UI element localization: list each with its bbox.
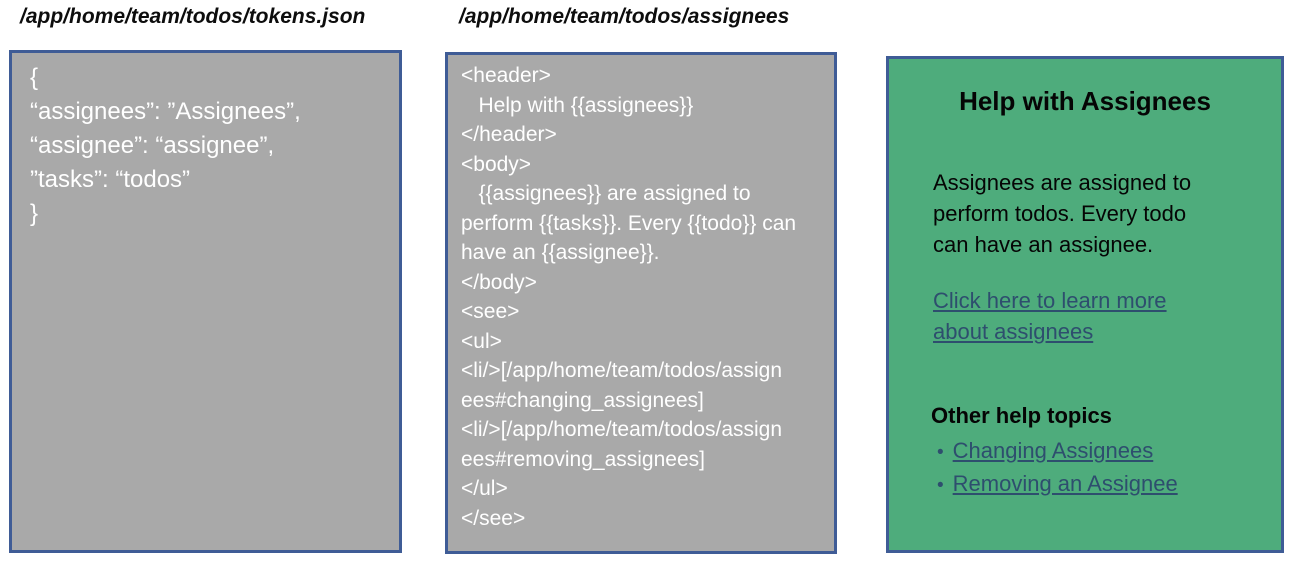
other-topics-list: • Changing Assignees • Removing an Assig… [937, 435, 1178, 501]
learn-more-link[interactable]: Click here to learn more about assignees [933, 288, 1167, 344]
code-line: <li/>[/app/home/team/todos/assign [461, 359, 783, 382]
help-page-title: Help with Assignees [959, 86, 1211, 116]
code-line: <ul> [461, 329, 502, 353]
code-line: “assignee”: “assignee”, [30, 132, 275, 159]
bullet-icon: • [937, 475, 944, 496]
code-line: { [30, 64, 39, 91]
other-help-topics-heading: Other help topics [931, 403, 1112, 428]
code-line: } [30, 200, 39, 227]
rendered-help-panel: Help with Assignees Assignees are assign… [886, 56, 1284, 553]
code-line: Help with {{assignees}} [461, 93, 694, 117]
removing-assignee-link[interactable]: Removing an Assignee [952, 471, 1178, 496]
code-line: ”tasks”: “todos” [30, 166, 191, 193]
code-line: </body> [461, 270, 537, 294]
code-line: </header> [461, 123, 557, 146]
code-line: </see> [461, 506, 526, 530]
code-line: <see> [461, 300, 520, 323]
code-line: have an {{assignee}}. [461, 241, 660, 264]
template-source-content: <header> Help with {{assignees}} </header… [448, 55, 834, 533]
tokens-json-panel: { “assignees”: ”Assignees”, “assignee”: “a… [9, 50, 402, 553]
code-line: <body> [461, 152, 532, 176]
help-body-text: Assignees are assigned to perform todos.… [933, 170, 1192, 257]
bullet-icon: • [937, 442, 944, 463]
list-item: • Changing Assignees [937, 435, 1178, 468]
template-file-path: /app/home/team/todos/assignees [459, 5, 790, 28]
code-line: “assignees”: ”Assignees”, [30, 98, 301, 125]
code-line: ees#removing_assignees] [461, 447, 705, 471]
template-source-panel: <header> Help with {{assignees}} </header… [445, 52, 837, 554]
tokens-json-content: { “assignees”: ”Assignees”, “assignee”: “a… [12, 53, 399, 231]
code-line: <li/>[/app/home/team/todos/assign [461, 418, 783, 441]
list-item: • Removing an Assignee [937, 468, 1178, 501]
code-line: perform {{tasks}}. Every {{todo}} can [461, 211, 797, 235]
tokens-file-path: /app/home/team/todos/tokens.json [20, 5, 366, 28]
code-line: {{assignees}} are assigned to [461, 182, 751, 205]
code-line: <header> [461, 64, 551, 87]
code-line: ees#changing_assignees] [461, 388, 704, 412]
changing-assignees-link[interactable]: Changing Assignees [952, 438, 1154, 463]
code-line: </ul> [461, 477, 508, 500]
